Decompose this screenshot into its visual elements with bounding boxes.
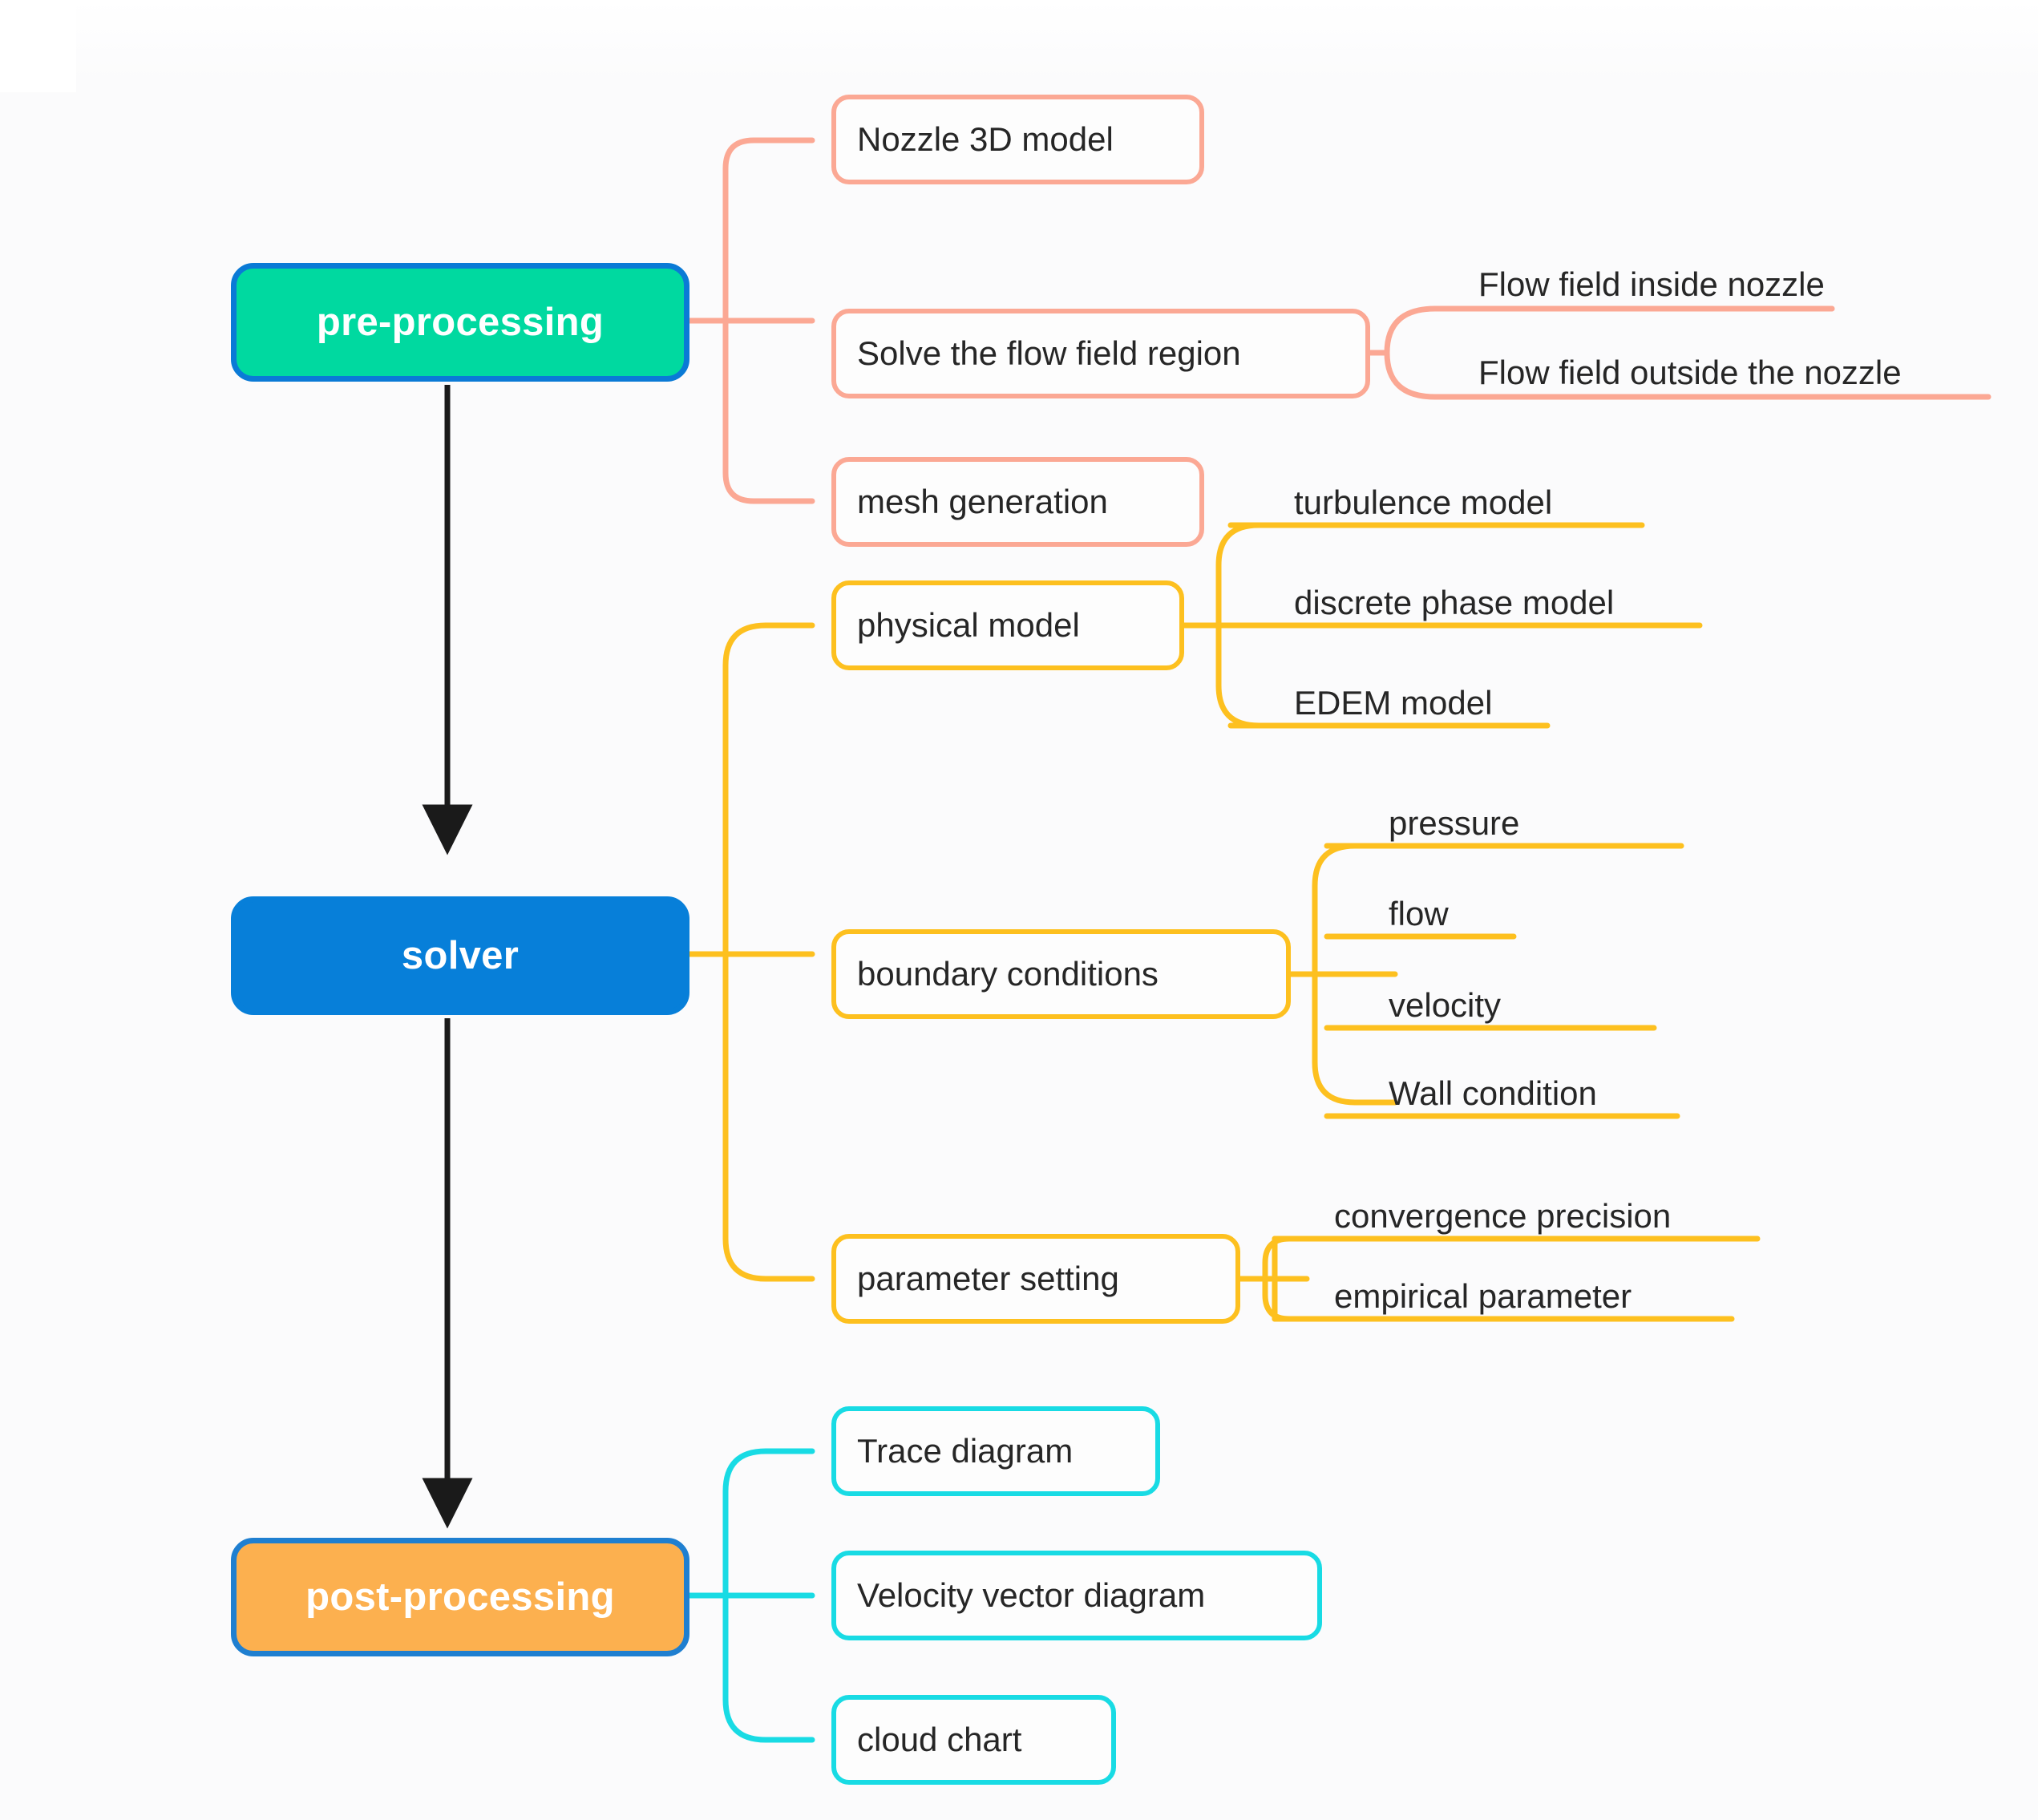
- leaf-node-flow-field-inside-nozzle[interactable]: Flow field inside nozzle: [1467, 241, 1844, 309]
- branch-label: physical model: [857, 606, 1080, 644]
- background-corner-notch: [0, 0, 76, 92]
- branch-node-boundary-conditions[interactable]: boundary conditions: [831, 929, 1291, 1019]
- leaf-node-pressure[interactable]: pressure: [1377, 779, 1694, 847]
- leaf-node-empirical-parameter[interactable]: empirical parameter: [1323, 1252, 1744, 1321]
- branch-node-trace-diagram[interactable]: Trace diagram: [831, 1406, 1160, 1496]
- stage-node-pre-processing[interactable]: pre-processing: [231, 263, 689, 382]
- stage-node-solver[interactable]: solver: [231, 896, 689, 1015]
- branch-node-velocity-vector-diagram[interactable]: Velocity vector diagram: [831, 1551, 1322, 1640]
- branch-label: cloud chart: [857, 1721, 1022, 1758]
- leaf-label: empirical parameter: [1334, 1277, 1632, 1315]
- branch-wires-post-processing: [686, 1448, 815, 1743]
- background-top-fade: [0, 0, 2038, 80]
- branch-label: Velocity vector diagram: [857, 1576, 1206, 1614]
- branch-label: mesh generation: [857, 483, 1108, 520]
- leaf-node-velocity[interactable]: velocity: [1377, 961, 1666, 1029]
- leaf-node-flow[interactable]: flow: [1377, 870, 1530, 938]
- branch-label: Nozzle 3D model: [857, 120, 1114, 158]
- branch-node-nozzle-3d-model[interactable]: Nozzle 3D model: [831, 95, 1204, 184]
- branch-label: parameter setting: [857, 1260, 1119, 1297]
- leaf-label: Flow field outside the nozzle: [1478, 354, 1902, 391]
- leaf-label: discrete phase model: [1294, 584, 1615, 621]
- branch-node-parameter-setting[interactable]: parameter setting: [831, 1234, 1240, 1324]
- leaf-label: Flow field inside nozzle: [1478, 265, 1825, 303]
- branch-label: Solve the flow field region: [857, 334, 1241, 372]
- branch-node-solve-flow-field-region[interactable]: Solve the flow field region: [831, 309, 1370, 398]
- branch-label: Trace diagram: [857, 1432, 1074, 1470]
- leaf-node-discrete-phase-model[interactable]: discrete phase model: [1283, 559, 1712, 627]
- leaf-label: EDEM model: [1294, 684, 1493, 722]
- leaf-label: Wall condition: [1389, 1074, 1597, 1112]
- leaf-label: velocity: [1389, 986, 1502, 1024]
- leaf-node-wall-condition[interactable]: Wall condition: [1377, 1050, 1690, 1118]
- branch-node-cloud-chart[interactable]: cloud chart: [831, 1695, 1116, 1785]
- leaf-label: flow: [1389, 895, 1449, 932]
- leaf-node-convergence-precision[interactable]: convergence precision: [1323, 1172, 1772, 1240]
- leaf-node-flow-field-outside-nozzle[interactable]: Flow field outside the nozzle: [1467, 329, 1996, 397]
- stage-label: pre-processing: [316, 301, 605, 344]
- leaf-label: pressure: [1389, 804, 1520, 842]
- leaf-label: convergence precision: [1334, 1197, 1672, 1235]
- branch-label: boundary conditions: [857, 955, 1159, 993]
- leaf-node-edem-model[interactable]: EDEM model: [1283, 659, 1559, 727]
- branch-node-mesh-generation[interactable]: mesh generation: [831, 457, 1204, 547]
- branch-node-physical-model[interactable]: physical model: [831, 580, 1184, 670]
- leaf-node-turbulence-model[interactable]: turbulence model: [1283, 459, 1652, 527]
- stage-node-post-processing[interactable]: post-processing: [231, 1538, 689, 1656]
- stage-label: post-processing: [305, 1575, 615, 1619]
- leaf-label: turbulence model: [1294, 483, 1553, 521]
- stage-label: solver: [401, 934, 520, 977]
